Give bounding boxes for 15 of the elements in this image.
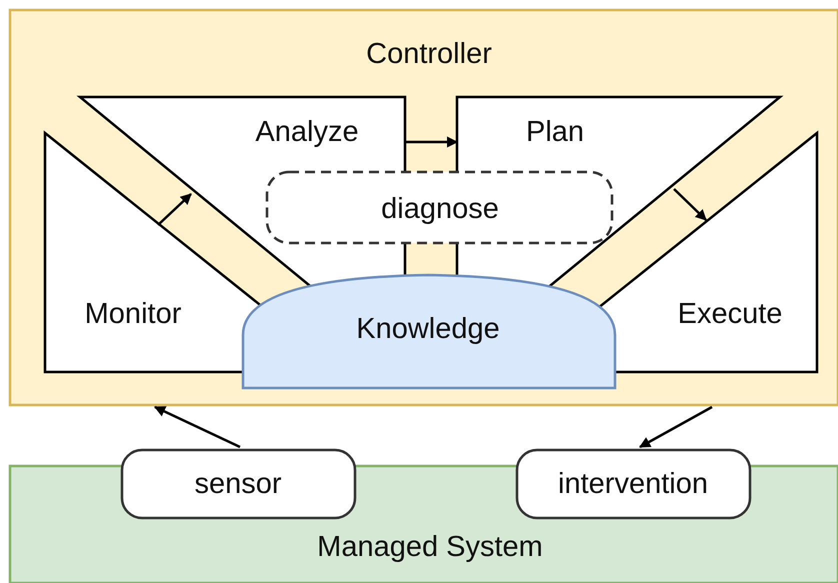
node-label: Execute — [678, 299, 782, 331]
node-label: intervention — [558, 469, 708, 501]
arrow — [154, 406, 241, 448]
arrow — [639, 406, 713, 448]
arrow — [405, 136, 458, 148]
arrow — [673, 188, 707, 221]
panel-title: Managed System — [317, 532, 543, 564]
node-label: Knowledge — [356, 314, 500, 346]
node-label: Monitor — [84, 299, 182, 331]
node-label: sensor — [194, 469, 282, 501]
panel-title: Controller — [366, 39, 492, 71]
node-label: Analyze — [255, 117, 359, 149]
node-label: diagnose — [381, 194, 499, 226]
node-label: Plan — [526, 117, 584, 149]
arrow — [157, 193, 192, 226]
